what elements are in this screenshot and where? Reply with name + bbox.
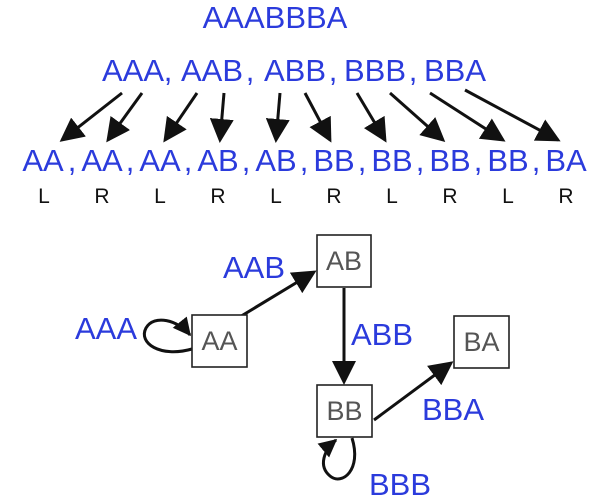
- kmer-abb: ABB: [264, 53, 326, 88]
- pair-separator: ,: [68, 143, 77, 178]
- split-arrow: [464, 88, 561, 142]
- pair-label: BA: [545, 143, 587, 178]
- graph-node-ba: BA: [453, 315, 510, 369]
- split-arrow: [163, 92, 199, 143]
- node-label: BB: [326, 396, 362, 426]
- edge-bbb-loop: [317, 437, 357, 481]
- node-box: [316, 384, 373, 438]
- pair-separator: ,: [184, 143, 193, 178]
- kmer-separator: ,: [409, 53, 418, 88]
- side-label: R: [558, 185, 573, 208]
- edge-bb-ba: [373, 361, 454, 422]
- kmer-separator: ,: [164, 53, 173, 88]
- kmer-separator: ,: [329, 53, 338, 88]
- side-row: L R L R L R L R L R: [38, 185, 573, 208]
- kmer-separator: ,: [246, 53, 255, 88]
- split-arrow: [106, 92, 144, 143]
- side-label: L: [154, 185, 166, 208]
- pair-label: BB: [313, 143, 354, 178]
- pair-separator: ,: [532, 143, 541, 178]
- edge-aa-ab: [237, 270, 317, 320]
- pair-label: BB: [487, 143, 528, 178]
- node-box: [453, 315, 510, 369]
- split-arrow: [59, 91, 123, 142]
- split-arrow: [303, 92, 332, 143]
- pair-label: BB: [371, 143, 412, 178]
- pair-label: AB: [255, 143, 296, 178]
- pair-label: AA: [22, 143, 64, 178]
- pair-label: AA: [81, 143, 123, 178]
- split-arrow: [355, 92, 387, 143]
- node-label: BA: [463, 327, 499, 357]
- split-arrows: [59, 88, 561, 143]
- edge-label-aaa: AAA: [75, 311, 137, 346]
- pair-separator: ,: [416, 143, 425, 178]
- side-label: L: [270, 185, 282, 208]
- pair-separator: ,: [242, 143, 251, 178]
- side-label: L: [386, 185, 398, 208]
- kmer-bbb: BBB: [344, 53, 406, 88]
- edge-label-aab: AAB: [223, 250, 285, 285]
- kmer-row: AAA , AAB , ABB , BBB , BBA: [102, 53, 486, 88]
- pair-separator: ,: [474, 143, 483, 178]
- node-label: AA: [201, 326, 237, 356]
- kmer-aaa: AAA: [102, 53, 164, 88]
- side-label: R: [442, 185, 457, 208]
- pair-label: BB: [429, 143, 470, 178]
- kmer-bba: BBA: [424, 53, 486, 88]
- graph-node-aa: AA: [191, 314, 248, 368]
- side-label: L: [502, 185, 514, 208]
- edge-label-bbb: BBB: [369, 467, 431, 497]
- node-label: AB: [326, 246, 362, 276]
- pair-separator: ,: [126, 143, 135, 178]
- kmer-aab: AAB: [181, 53, 243, 88]
- split-arrow: [209, 92, 234, 143]
- side-label: L: [38, 185, 50, 208]
- graph-node-ab: AB: [316, 234, 372, 288]
- graph-node-bb: BB: [316, 384, 373, 438]
- side-label: R: [210, 185, 225, 208]
- split-arrow: [389, 91, 446, 142]
- pair-separator: ,: [300, 143, 309, 178]
- pair-label: AA: [139, 143, 181, 178]
- edge-aaa-loop: [142, 316, 193, 354]
- edge-label-bba: BBA: [422, 392, 484, 427]
- node-box: [316, 234, 372, 288]
- sequence-label: AAABBBA: [203, 0, 348, 35]
- graph-edges: [142, 270, 454, 481]
- pair-row: AA , AA , AA , AB , AB , BB , BB , BB , …: [22, 143, 587, 178]
- pair-label: AB: [197, 143, 238, 178]
- split-arrow: [265, 92, 290, 143]
- pair-separator: ,: [358, 143, 367, 178]
- side-label: R: [94, 185, 109, 208]
- node-box: [191, 314, 248, 368]
- split-arrow: [429, 91, 506, 142]
- edge-label-abb: ABB: [351, 317, 413, 352]
- side-label: R: [326, 185, 341, 208]
